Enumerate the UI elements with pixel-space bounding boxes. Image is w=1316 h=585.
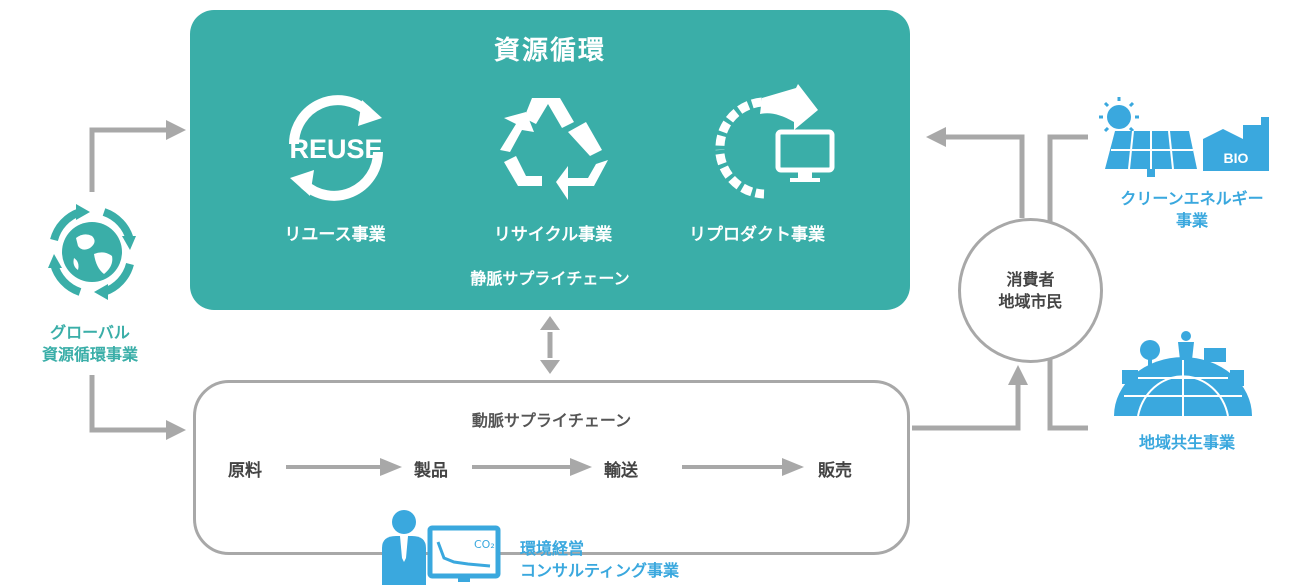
global-line2: 資源循環事業 — [41, 344, 138, 364]
clean-energy-icon: BIO — [1099, 97, 1269, 177]
consumer-circle: 消費者 地域市民 — [958, 218, 1103, 363]
regional-business-label: 地域共生事業 — [1138, 433, 1235, 452]
arterial-supply-chain-title: 動脈サプライチェーン — [471, 411, 632, 430]
global-line1: グローバル — [50, 323, 130, 342]
global-business-label: グローバル 資源循環事業 — [10, 322, 170, 365]
bio-label: BIO — [1224, 150, 1249, 166]
globe-icon — [48, 204, 136, 300]
reproduct-business-label: リプロダクト事業 — [689, 225, 825, 245]
clean-energy-line2: 事業 — [1175, 210, 1208, 230]
regional-coexistence-icon — [1114, 331, 1252, 417]
consulting-line1: 環境経営 — [520, 539, 585, 558]
venous-supply-chain-label: 静脈サプライチェーン — [470, 269, 630, 288]
resource-cycle-box — [190, 10, 910, 310]
resource-cycle-title: 資源循環 — [493, 36, 606, 66]
reuse-business-label: リユース事業 — [284, 225, 386, 245]
consulting-icon: CO₂ — [382, 510, 501, 585]
clean-energy-business-label: クリーンエネルギー 事業 — [1092, 188, 1292, 231]
reuse-icon-text: REUSE — [289, 134, 382, 164]
recycle-business-label: リサイクル事業 — [493, 225, 613, 245]
reproduct-icon — [715, 84, 835, 199]
clean-energy-line1: クリーンエネルギー — [1120, 189, 1264, 208]
flow-step-product: 製品 — [414, 461, 448, 481]
consulting-line2: コンサルティング事業 — [520, 560, 680, 580]
consumer-line2: 地域市民 — [998, 291, 1063, 311]
recycle-icon — [500, 98, 608, 200]
flow-step-raw-material: 原料 — [228, 461, 262, 481]
flow-step-transport: 輸送 — [604, 461, 638, 481]
flow-step-sales: 販売 — [818, 461, 852, 481]
reuse-icon: REUSE — [289, 95, 383, 201]
consumer-line1: 消費者 — [1006, 269, 1055, 289]
consulting-business-label: 環境経営 コンサルティング事業 — [520, 538, 679, 581]
co2-label: CO₂ — [474, 538, 495, 551]
